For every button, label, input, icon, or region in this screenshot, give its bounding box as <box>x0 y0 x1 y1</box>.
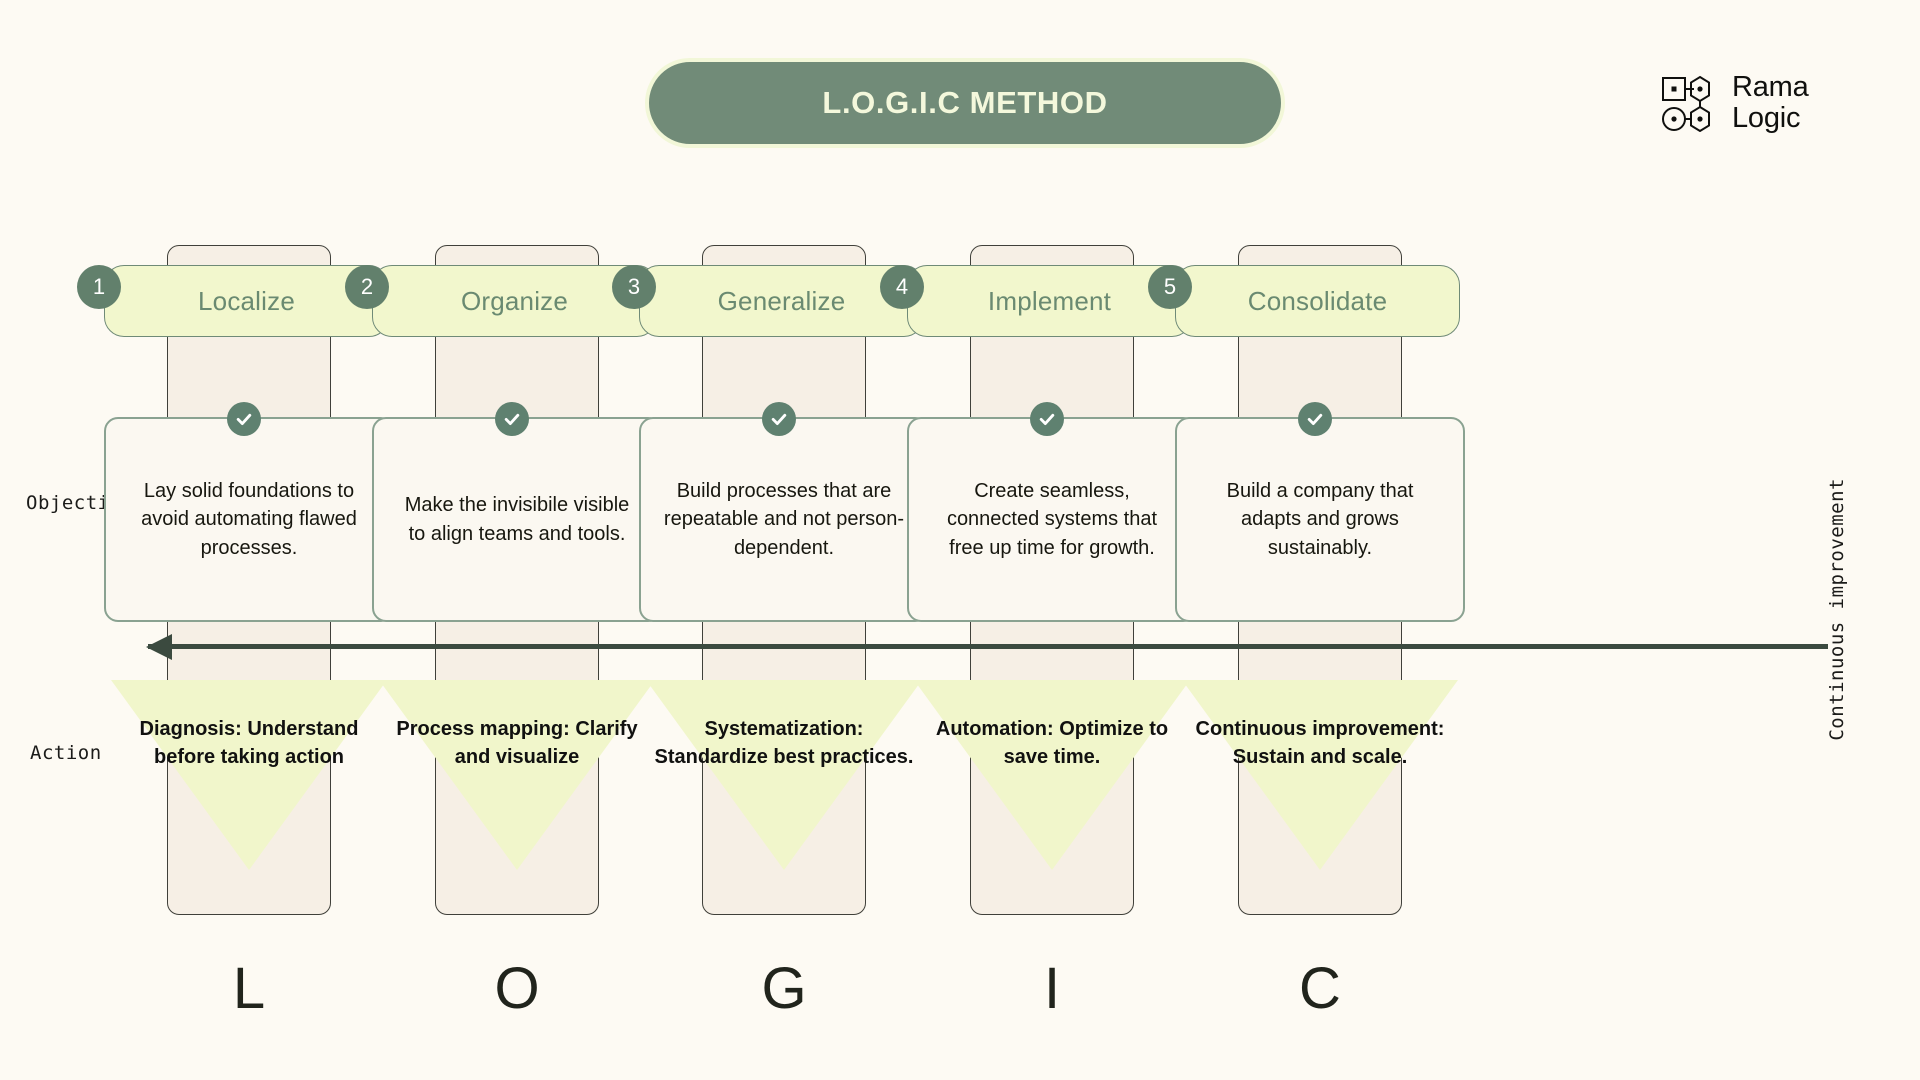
check-icon <box>762 402 796 436</box>
title-banner: L.O.G.I.C METHOD <box>645 58 1285 148</box>
step-number-badge: 1 <box>77 265 121 309</box>
check-icon <box>227 402 261 436</box>
objective-text: Build processes that are repeatable and … <box>663 479 905 559</box>
check-icon <box>1298 402 1332 436</box>
step-letter: L <box>232 956 266 1021</box>
step-letter: G <box>761 956 807 1021</box>
action-triangle <box>646 680 922 870</box>
step-number-badge: 5 <box>1148 265 1192 309</box>
step-name-pill[interactable]: Consolidate <box>1175 265 1460 337</box>
step-name-pill[interactable]: Localize <box>104 265 389 337</box>
continuous-improvement-label: Continuous improvement <box>1826 478 1848 741</box>
action-text: Continuous improvement: Sustain and scal… <box>1195 718 1445 769</box>
logo-text-line1: Rama <box>1732 71 1809 103</box>
continuous-improvement-arrow-line <box>148 644 1828 649</box>
objective-card: Make the invisibile visible to align tea… <box>372 417 662 622</box>
objective-text: Build a company that adapts and grows su… <box>1226 479 1414 559</box>
page-title: L.O.G.I.C METHOD <box>822 85 1108 120</box>
step-number-label: 1 <box>92 274 106 299</box>
objective-text: Lay solid foundations to avoid automatin… <box>141 479 357 559</box>
action-text: Automation: Optimize to save time. <box>935 718 1169 769</box>
objective-card: Build processes that are repeatable and … <box>639 417 929 622</box>
logo-text-line2: Logic <box>1732 102 1801 135</box>
check-icon <box>495 402 529 436</box>
step-name-pill[interactable]: Implement <box>907 265 1192 337</box>
objective-card: Create seamless, connected systems that … <box>907 417 1197 622</box>
step-number-badge: 4 <box>880 265 924 309</box>
step-name-pill[interactable]: Generalize <box>639 265 924 337</box>
check-icon <box>1030 402 1064 436</box>
action-text: Diagnosis: Understand before taking acti… <box>139 718 359 769</box>
action-triangle <box>111 680 387 870</box>
step-number-badge: 2 <box>345 265 389 309</box>
action-triangle <box>379 680 655 870</box>
step-name-label: Localize <box>198 285 295 316</box>
step-number-label: 4 <box>895 274 909 299</box>
step-name-label: Organize <box>460 285 569 316</box>
brand-logo: Rama Logic <box>1660 71 1809 135</box>
step-letter: I <box>1043 956 1061 1021</box>
action-text: Process mapping: Clarify and visualize <box>396 718 638 769</box>
step-name-pill[interactable]: Organize <box>372 265 657 337</box>
step-number-label: 5 <box>1163 274 1177 299</box>
step-letter: O <box>494 956 540 1021</box>
action-triangle <box>1182 680 1458 870</box>
step-name-label: Generalize <box>717 285 846 316</box>
objective-card: Lay solid foundations to avoid automatin… <box>104 417 394 622</box>
objective-text: Make the invisibile visible to align tea… <box>404 494 630 545</box>
step-name-label: Consolidate <box>1247 285 1388 316</box>
rama-logic-mark-icon <box>1662 76 1710 133</box>
step-number-label: 3 <box>627 274 641 299</box>
objective-card: Build a company that adapts and grows su… <box>1175 417 1465 622</box>
action-triangle <box>914 680 1190 870</box>
step-number-label: 2 <box>360 274 374 299</box>
step-name-label: Implement <box>987 285 1112 316</box>
row-label-action: Action <box>30 742 102 764</box>
continuous-improvement-arrow-head-icon <box>146 634 172 660</box>
objective-text: Create seamless, connected systems that … <box>946 479 1158 559</box>
action-text: Systematization: Standardize best practi… <box>654 718 914 769</box>
step-letter: C <box>1299 956 1341 1021</box>
step-number-badge: 3 <box>612 265 656 309</box>
